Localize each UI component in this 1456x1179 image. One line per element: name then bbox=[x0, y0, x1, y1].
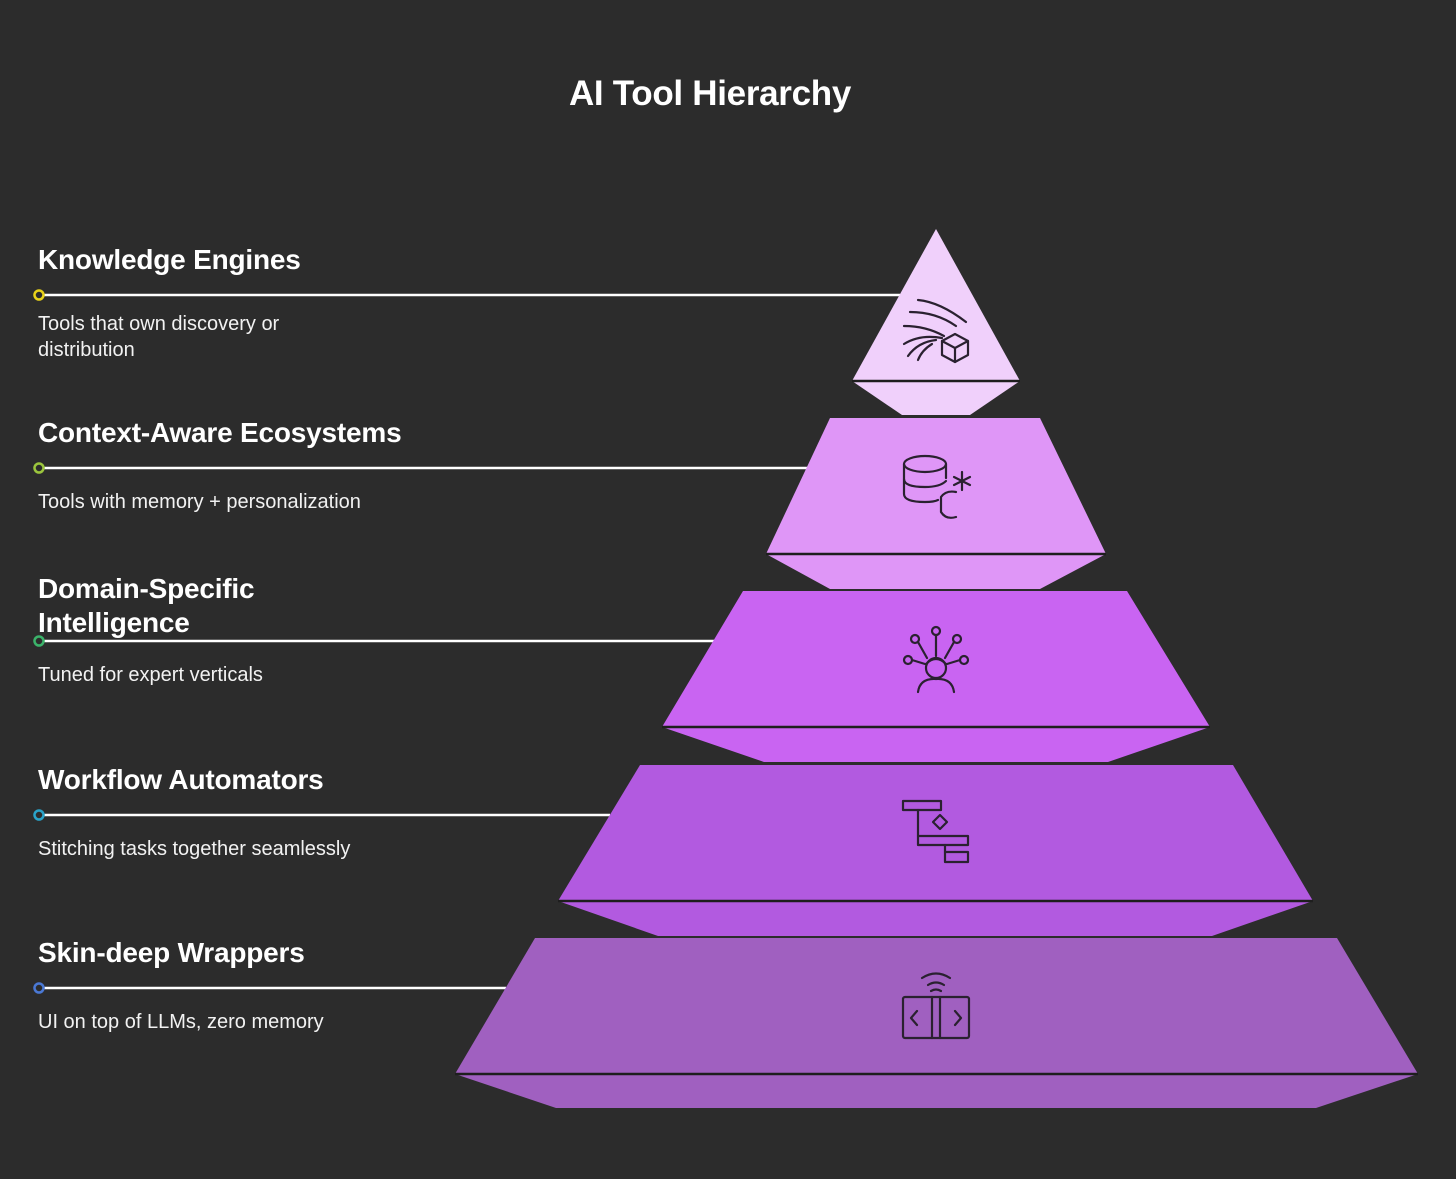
pyramid bbox=[455, 229, 1418, 1108]
tier-knowledge-engines bbox=[852, 229, 1020, 415]
level-description-domain-specific-intelligence: Tuned for expert verticals bbox=[38, 664, 263, 686]
level-label-workflow-automators: Workflow Automators bbox=[38, 764, 324, 795]
tier-domain-specific-intelligence bbox=[662, 591, 1210, 762]
workflow-blocks-icon bbox=[901, 799, 970, 864]
code-window-icon bbox=[901, 972, 971, 1040]
level-description-context-aware-ecosystems: Tools with memory + personalization bbox=[38, 491, 361, 513]
connector-lines bbox=[33, 289, 900, 994]
marker-4 bbox=[33, 809, 45, 821]
marker-2 bbox=[33, 462, 45, 474]
marker-5 bbox=[33, 982, 45, 994]
marker-1 bbox=[33, 289, 45, 301]
level-label-knowledge-engines: Knowledge Engines bbox=[38, 244, 301, 275]
tier-skin-deep-wrappers bbox=[455, 938, 1418, 1108]
marker-3 bbox=[33, 635, 45, 647]
tier-workflow-automators bbox=[558, 765, 1313, 936]
diagram-title: AI Tool Hierarchy bbox=[568, 74, 852, 113]
level-label-context-aware-ecosystems: Context-Aware Ecosystems bbox=[38, 417, 402, 448]
level-label-domain-specific-intelligence: Domain-Specific Intelligence bbox=[38, 573, 255, 638]
expert-network-icon bbox=[902, 625, 970, 694]
data-stream-cube-icon bbox=[902, 298, 970, 364]
tier-context-aware-ecosystems bbox=[766, 418, 1106, 589]
level-description-skin-deep-wrappers: UI on top of LLMs, zero memory bbox=[38, 1011, 324, 1033]
level-description-knowledge-engines: Tools that own discovery or distribution bbox=[38, 313, 280, 361]
level-label-skin-deep-wrappers: Skin-deep Wrappers bbox=[38, 937, 305, 968]
level-description-workflow-automators: Stitching tasks together seamlessly bbox=[38, 838, 351, 860]
database-c-icon bbox=[902, 454, 972, 519]
